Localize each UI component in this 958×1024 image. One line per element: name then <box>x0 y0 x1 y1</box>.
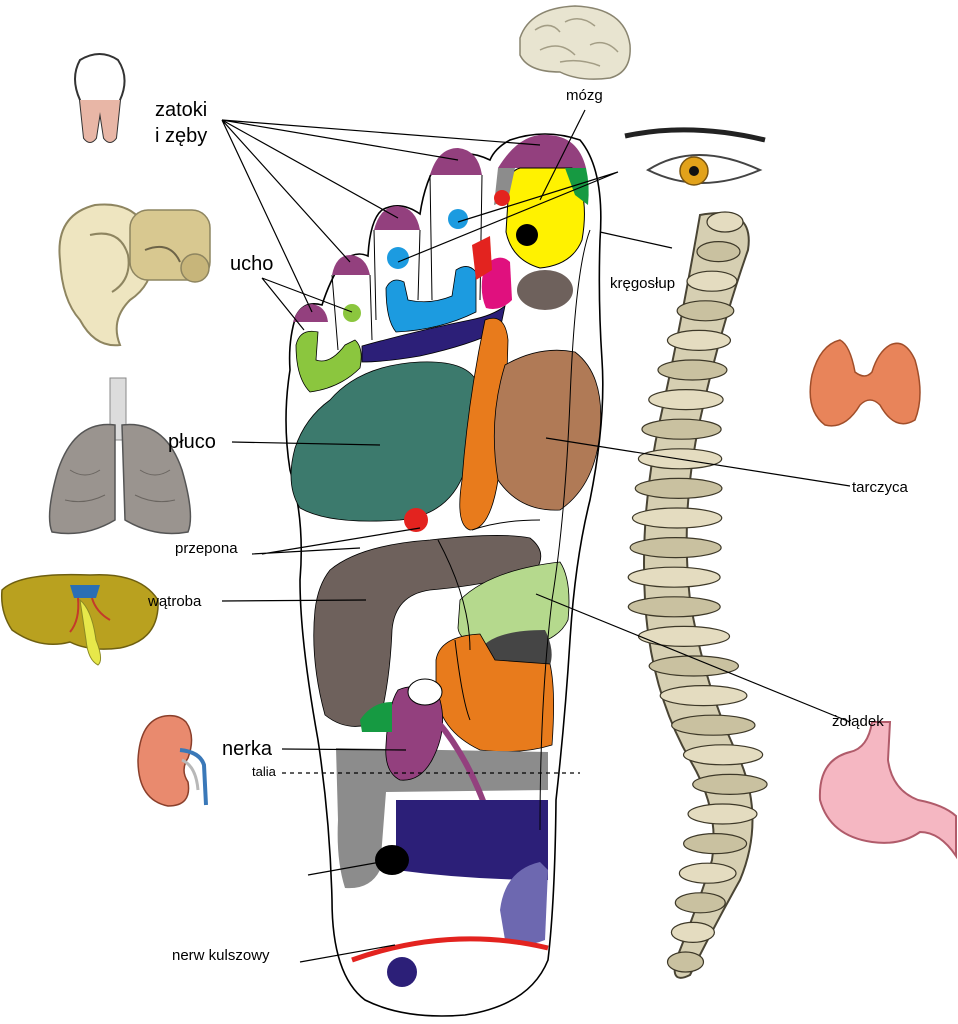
lung-zone <box>290 361 481 522</box>
liver-zone <box>313 535 542 727</box>
label-talia: talia <box>252 764 277 779</box>
navy-zone <box>361 305 506 363</box>
vertebra <box>659 684 748 707</box>
label-nerka: nerka <box>222 738 273 760</box>
waist-band-zone <box>336 748 548 889</box>
label-ucho: ucho <box>230 253 273 275</box>
vertebra <box>648 655 740 677</box>
vertebrae <box>627 211 768 973</box>
vertebra <box>631 507 723 529</box>
vertebra <box>627 596 721 618</box>
orange-lower-zone <box>435 633 554 753</box>
label-zoladek: żołądek <box>832 713 884 730</box>
vertebra <box>666 329 732 351</box>
vertebra <box>692 773 768 796</box>
vertebra <box>637 625 731 648</box>
spine-zone <box>459 317 509 531</box>
lavender-zone <box>500 862 548 945</box>
ear-zone-band <box>295 330 362 393</box>
thyroid-illustration <box>809 339 921 427</box>
eye-illustration <box>624 127 766 186</box>
heel-dot <box>387 957 417 987</box>
adrenal-zone <box>407 678 443 706</box>
label-watroba: wątroba <box>147 593 202 610</box>
sciatic-zone <box>351 936 549 963</box>
label-tarczyca: tarczyca <box>852 479 909 496</box>
foot-internal-lines <box>437 229 591 831</box>
vertebra <box>674 892 726 914</box>
red-small-dot <box>494 190 510 206</box>
label-kregoslup: kręgosłup <box>610 275 675 292</box>
label-przepona: przepona <box>175 540 238 557</box>
leader-lines <box>221 109 851 963</box>
vertebra <box>629 536 722 559</box>
label-nerw-kulszowy: nerw kulszowy <box>172 947 270 964</box>
vertebra <box>670 921 716 944</box>
sinus-zone-toe-4 <box>332 255 370 275</box>
sinus-zone-toe-2 <box>430 148 482 175</box>
sinus-zone-toe-5 <box>293 304 328 322</box>
kidney-illustration <box>137 714 208 807</box>
vertebra <box>687 803 758 825</box>
vertebra <box>683 832 748 855</box>
green-zone <box>565 168 589 205</box>
vertebra <box>634 477 723 499</box>
liver-illustration <box>0 573 159 666</box>
spine-illustration <box>627 211 768 979</box>
eye-zone-dot-2 <box>387 247 409 269</box>
vertebra <box>706 211 744 233</box>
ear-illustration <box>58 203 211 347</box>
brain-illustration <box>519 5 631 80</box>
vertebra <box>641 418 722 440</box>
eye-zone-dot-1 <box>448 209 468 229</box>
label-mozg: mózg <box>566 87 603 104</box>
vertebra <box>671 714 756 736</box>
pituitary-dot <box>516 224 538 246</box>
eye-zone-band <box>385 266 477 333</box>
vertebra <box>682 744 764 766</box>
red-zone-small <box>472 236 492 280</box>
diaphragm-dot <box>404 508 428 532</box>
vertebra <box>686 270 738 292</box>
vertebra <box>666 951 705 973</box>
vertebra <box>696 241 741 263</box>
vertebra <box>627 566 721 588</box>
tooth-illustration <box>74 53 126 143</box>
vertebra <box>676 300 735 322</box>
intestine-zone <box>396 800 548 880</box>
label-zatoki-line1: zatoki <box>155 99 207 121</box>
lungs-illustration <box>48 377 192 535</box>
toe-outline <box>331 174 483 351</box>
vertebra <box>657 359 728 381</box>
vertebra <box>648 389 724 411</box>
ear-zone-dot <box>343 304 361 322</box>
grey-oval-zone <box>517 270 573 310</box>
stomach-dark-zone <box>484 630 552 666</box>
stomach-illustration <box>818 721 957 860</box>
green-dotted-zone <box>360 702 392 732</box>
vertebra <box>678 862 737 884</box>
thyroid-zone <box>493 349 602 511</box>
label-pluco: płuco <box>168 431 216 453</box>
label-zatoki-line2: i zęby <box>155 125 207 147</box>
